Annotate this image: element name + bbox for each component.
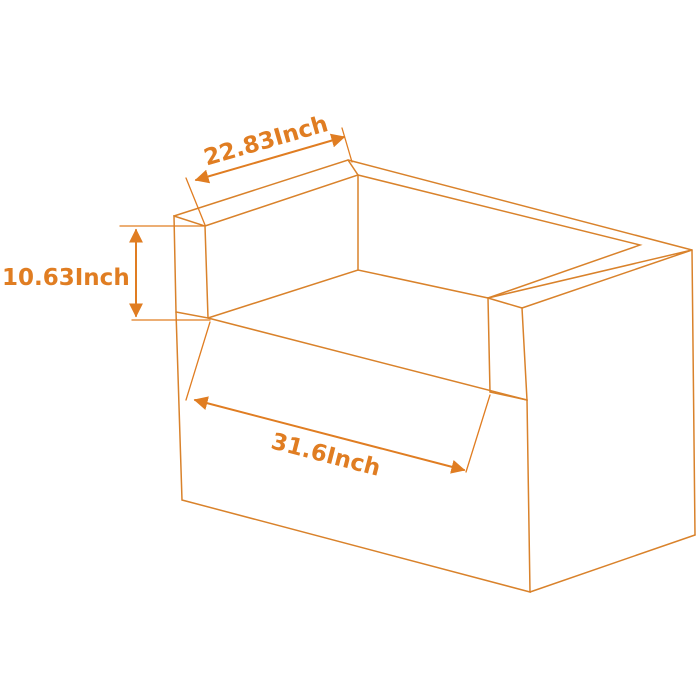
right-arm-top (487, 249, 693, 309)
left-arm-front-face (173, 214, 209, 319)
depth-extension-right (341, 127, 353, 163)
seat-width-dimension: 31.6Inch (185, 321, 491, 482)
seat-width-extension-left (185, 321, 211, 401)
depth-extension-left (185, 177, 206, 226)
depth-label: 22.83Inch (201, 111, 331, 171)
seat-width-arrow-line (193, 396, 466, 474)
seat-back-edge (207, 269, 489, 319)
right-arm-front-face (487, 296, 528, 401)
right-side-back (691, 249, 696, 536)
seat-width-extension-right (465, 394, 491, 473)
backrest-top-edge (347, 159, 693, 251)
backrest-inner-edge (357, 174, 643, 299)
depth-dimension: 22.83Inch (185, 111, 353, 226)
seat-width-label: 31.6Inch (268, 429, 383, 482)
sofa-outline (173, 159, 696, 593)
seat-front-edge (207, 317, 528, 401)
arm-height-dimension: 10.63Inch (2, 225, 211, 321)
depth-arrow-line (194, 133, 346, 184)
arm-height-label: 10.63Inch (2, 265, 130, 291)
base-right-bottom (529, 534, 696, 593)
left-arm-top (173, 159, 360, 227)
base-front-face (175, 311, 531, 593)
